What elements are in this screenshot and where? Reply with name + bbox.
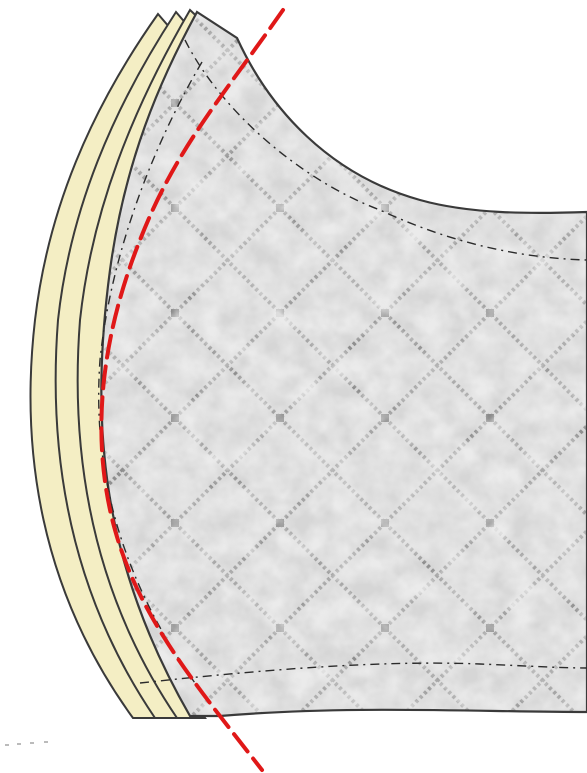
faint-marks <box>5 741 48 746</box>
